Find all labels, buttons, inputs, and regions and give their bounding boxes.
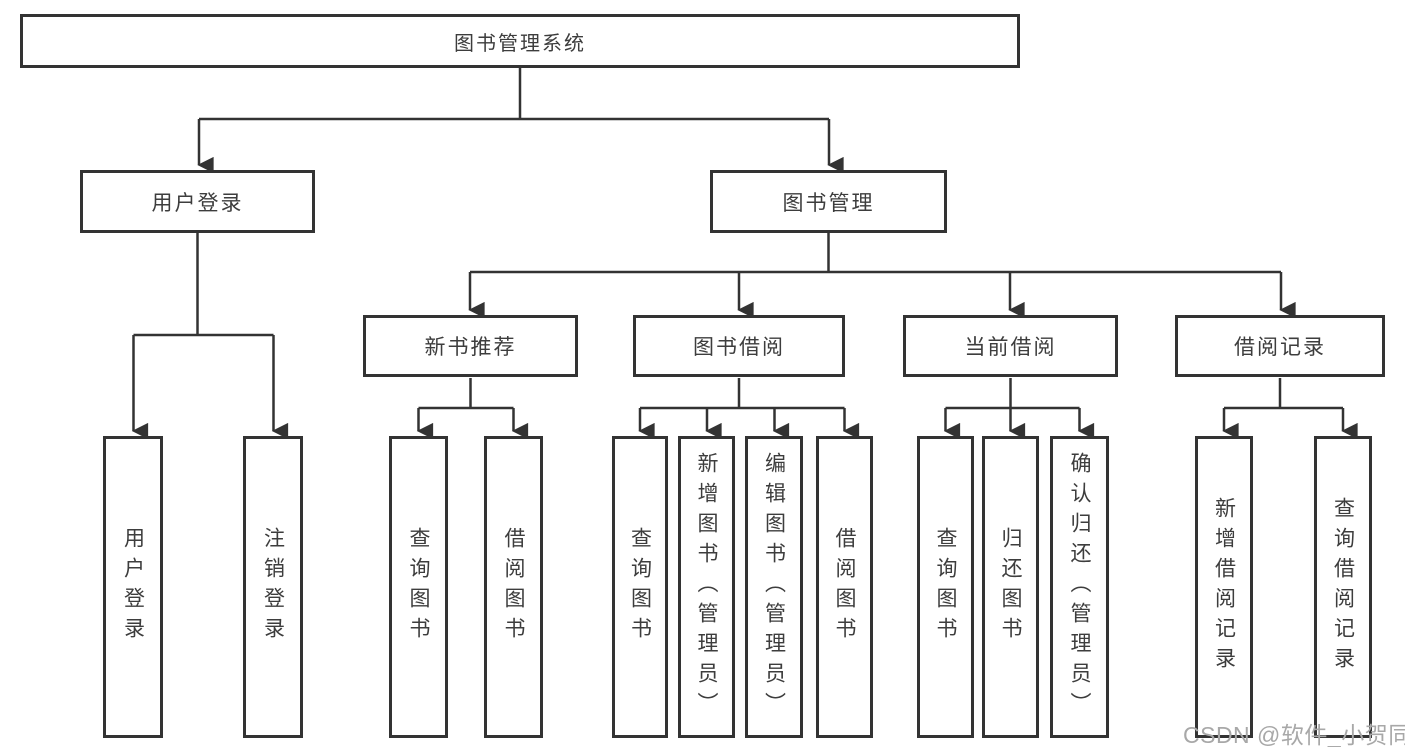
leaf-add-borrow-record-label: 新增借阅记录 <box>1212 497 1236 677</box>
leaf-borrow-books-borrowing-label: 借阅图书 <box>833 527 856 647</box>
leaf-edit-book-admin: 编辑图书（管理员） <box>745 436 803 738</box>
node-current-borrowing: 当前借阅 <box>903 315 1118 377</box>
node-new-book-recommendation: 新书推荐 <box>363 315 578 377</box>
leaf-add-borrow-record: 新增借阅记录 <box>1195 436 1253 738</box>
leaf-query-books-current: 查询图书 <box>917 436 974 738</box>
node-user-login: 用户登录 <box>80 170 315 233</box>
leaf-borrow-books-borrowing: 借阅图书 <box>816 436 873 738</box>
leaf-logout: 注销登录 <box>243 436 303 738</box>
leaf-user-login: 用户登录 <box>103 436 163 738</box>
leaf-user-login-label: 用户登录 <box>121 527 145 647</box>
leaf-query-books-current-label: 查询图书 <box>934 527 957 647</box>
leaf-query-borrow-record-label: 查询借阅记录 <box>1331 497 1355 677</box>
csdn-watermark: CSDN @软件_小贺同学 <box>1183 722 1405 747</box>
leaf-query-borrow-record: 查询借阅记录 <box>1314 436 1372 738</box>
leaf-return-books: 归还图书 <box>982 436 1039 738</box>
leaf-edit-book-admin-label: 编辑图书（管理员） <box>762 452 786 722</box>
leaf-query-books-recommend: 查询图书 <box>389 436 448 738</box>
leaf-query-books-borrowing: 查询图书 <box>612 436 668 738</box>
leaf-query-books-borrowing-label: 查询图书 <box>628 527 652 647</box>
node-root-library-management-system: 图书管理系统 <box>20 14 1020 68</box>
leaf-return-books-label: 归还图书 <box>999 527 1022 647</box>
leaf-borrow-books-recommend-label: 借阅图书 <box>502 527 525 647</box>
leaf-confirm-return-admin: 确认归还（管理员） <box>1050 436 1109 738</box>
node-book-borrowing: 图书借阅 <box>633 315 845 377</box>
leaf-logout-label: 注销登录 <box>261 527 285 647</box>
leaf-add-book-admin-label: 新增图书（管理员） <box>695 452 718 722</box>
connector-arrows <box>131 119 1358 440</box>
leaf-confirm-return-admin-label: 确认归还（管理员） <box>1068 452 1091 722</box>
leaf-borrow-books-recommend: 借阅图书 <box>484 436 543 738</box>
leaf-add-book-admin: 新增图书（管理员） <box>678 436 735 738</box>
leaf-query-books-recommend-label: 查询图书 <box>407 527 430 647</box>
node-book-management: 图书管理 <box>710 170 947 233</box>
node-borrowing-records: 借阅记录 <box>1175 315 1385 377</box>
